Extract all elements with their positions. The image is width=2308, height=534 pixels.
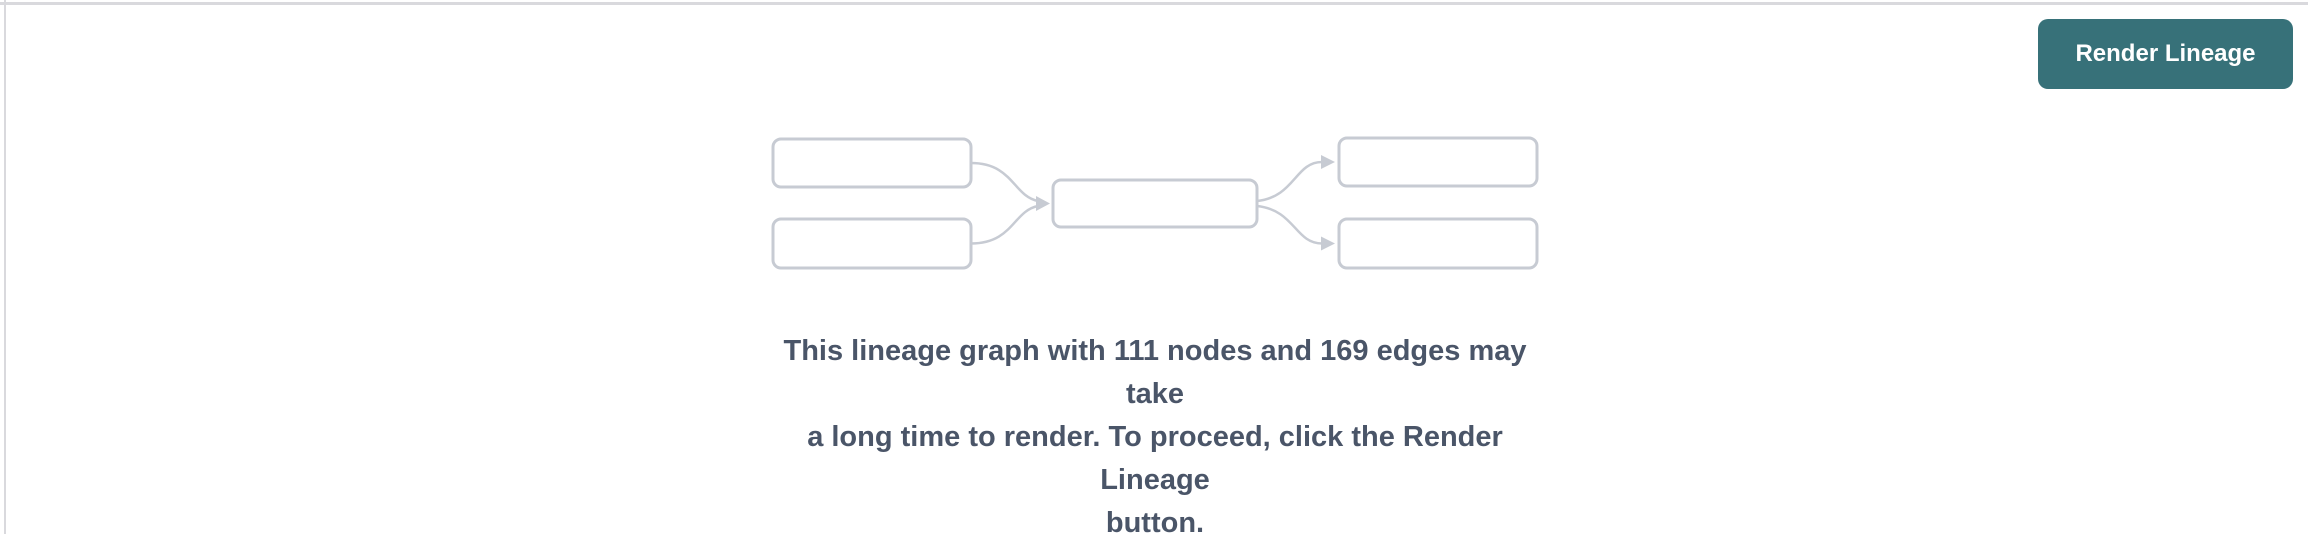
node-center bbox=[1051, 178, 1259, 229]
message-line-2: a long time to render. To proceed, click… bbox=[807, 421, 1503, 496]
lineage-graph-placeholder-icon bbox=[771, 136, 1539, 270]
message-line-1: This lineage graph with 111 nodes and 16… bbox=[783, 335, 1527, 410]
edge-right-bottom bbox=[1256, 204, 1323, 245]
edge-right-top bbox=[1256, 160, 1323, 203]
node-left-bottom bbox=[771, 217, 973, 270]
left-border-line bbox=[4, 0, 6, 534]
node-right-top bbox=[1337, 136, 1539, 188]
render-lineage-button[interactable]: Render Lineage bbox=[2038, 19, 2293, 89]
node-left-top bbox=[771, 137, 973, 189]
top-border-line bbox=[0, 2, 2308, 5]
render-warning-message: This lineage graph with 111 nodes and 16… bbox=[770, 330, 1540, 534]
arrowhead-right-bottom bbox=[1321, 236, 1335, 251]
node-right-bottom bbox=[1337, 217, 1539, 270]
message-line-3: button. bbox=[1105, 507, 1205, 534]
arrowhead-right-top bbox=[1321, 155, 1335, 169]
edge-left-top bbox=[970, 161, 1039, 203]
edge-left-bottom bbox=[970, 204, 1039, 245]
arrowhead-center bbox=[1036, 196, 1050, 211]
